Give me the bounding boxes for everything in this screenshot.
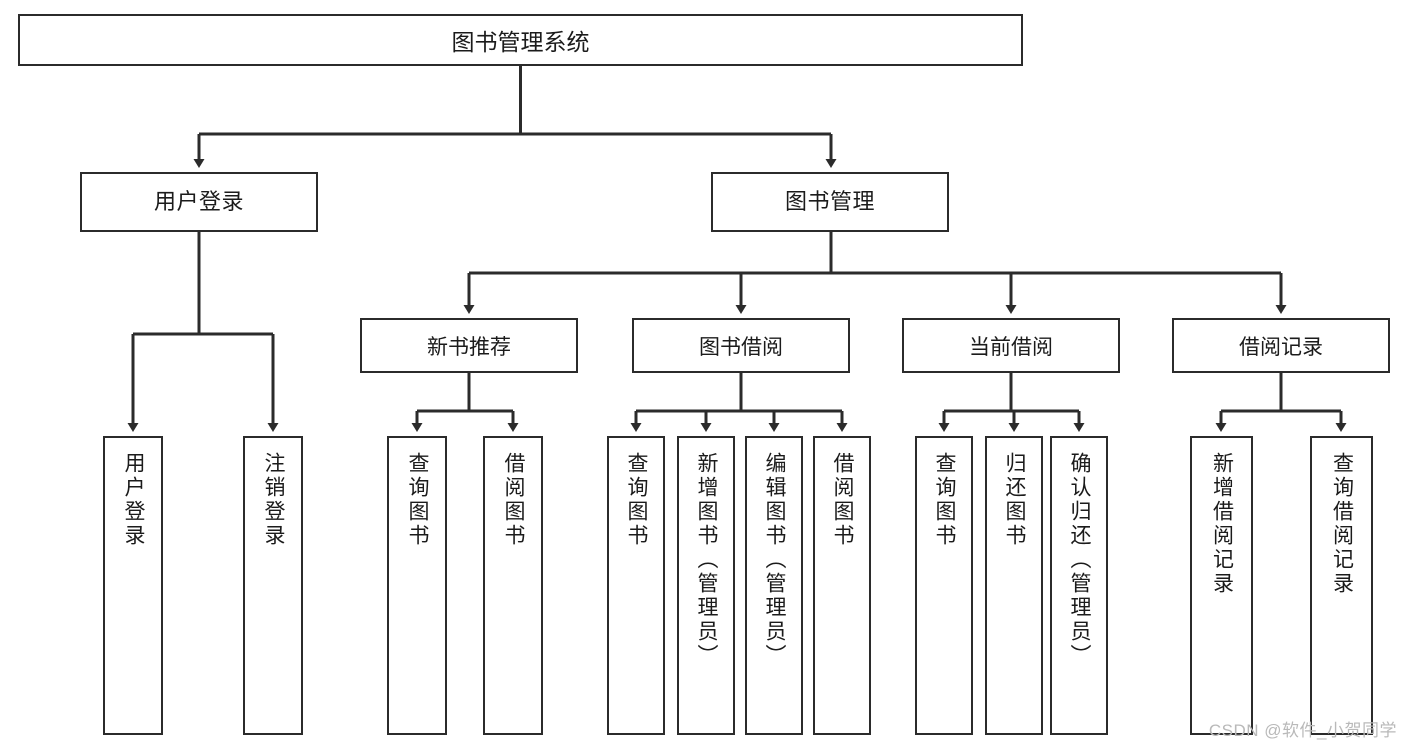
node-current-borrow-label: 当前借阅 xyxy=(969,335,1053,359)
leaf-return-book-label: 归还图书 xyxy=(1003,452,1027,548)
csdn-watermark: CSDN @软件_小贺同学 xyxy=(1208,721,1397,740)
node-borrow-record-label: 借阅记录 xyxy=(1239,335,1323,359)
leaf-borrow-book[interactable]: 借阅图书 xyxy=(813,436,871,735)
leaf-logout-login[interactable]: 注销登录 xyxy=(243,436,303,735)
leaf-add-borrow-record-label: 新增借阅记录 xyxy=(1210,452,1234,596)
leaf-borrow-book-recommend-label: 借阅图书 xyxy=(502,452,526,548)
leaf-return-book[interactable]: 归还图书 xyxy=(985,436,1043,735)
node-book-borrow-label: 图书借阅 xyxy=(699,335,783,359)
node-root-label: 图书管理系统 xyxy=(451,29,590,55)
leaf-add-book-admin[interactable]: 新增图书（管理员） xyxy=(677,436,735,735)
leaf-edit-book-admin[interactable]: 编辑图书（管理员） xyxy=(745,436,803,735)
leaf-edit-book-admin-label: 编辑图书（管理员） xyxy=(763,452,787,668)
leaf-user-login[interactable]: 用户登录 xyxy=(103,436,163,735)
leaf-confirm-return-admin[interactable]: 确认归还（管理员） xyxy=(1050,436,1108,735)
leaf-add-borrow-record[interactable]: 新增借阅记录 xyxy=(1190,436,1253,735)
leaf-query-borrow-record-label: 查询借阅记录 xyxy=(1330,452,1354,596)
leaf-logout-login-label: 注销登录 xyxy=(262,452,286,548)
leaf-confirm-return-admin-label: 确认归还（管理员） xyxy=(1068,452,1092,668)
leaf-query-book-current[interactable]: 查询图书 xyxy=(915,436,973,735)
leaf-query-book-recommend-label: 查询图书 xyxy=(406,452,430,548)
leaf-query-book-current-label: 查询图书 xyxy=(933,452,957,548)
leaf-query-borrow-record[interactable]: 查询借阅记录 xyxy=(1310,436,1373,735)
node-book-management-label: 图书管理 xyxy=(784,188,875,214)
node-user-login[interactable]: 用户登录 xyxy=(80,172,318,232)
node-borrow-record[interactable]: 借阅记录 xyxy=(1172,318,1390,373)
node-current-borrow[interactable]: 当前借阅 xyxy=(902,318,1120,373)
node-new-book-recommend-label: 新书推荐 xyxy=(427,335,511,359)
leaf-user-login-label: 用户登录 xyxy=(122,452,146,548)
leaf-borrow-book-label: 借阅图书 xyxy=(831,452,855,548)
node-root[interactable]: 图书管理系统 xyxy=(18,14,1023,66)
node-user-login-label: 用户登录 xyxy=(153,188,244,214)
leaf-query-book-recommend[interactable]: 查询图书 xyxy=(387,436,447,735)
leaf-add-book-admin-label: 新增图书（管理员） xyxy=(695,452,719,668)
leaf-query-book-borrow[interactable]: 查询图书 xyxy=(607,436,665,735)
node-book-management[interactable]: 图书管理 xyxy=(711,172,949,232)
node-book-borrow[interactable]: 图书借阅 xyxy=(632,318,850,373)
leaf-query-book-borrow-label: 查询图书 xyxy=(625,452,649,548)
leaf-borrow-book-recommend[interactable]: 借阅图书 xyxy=(483,436,543,735)
node-new-book-recommend[interactable]: 新书推荐 xyxy=(360,318,578,373)
